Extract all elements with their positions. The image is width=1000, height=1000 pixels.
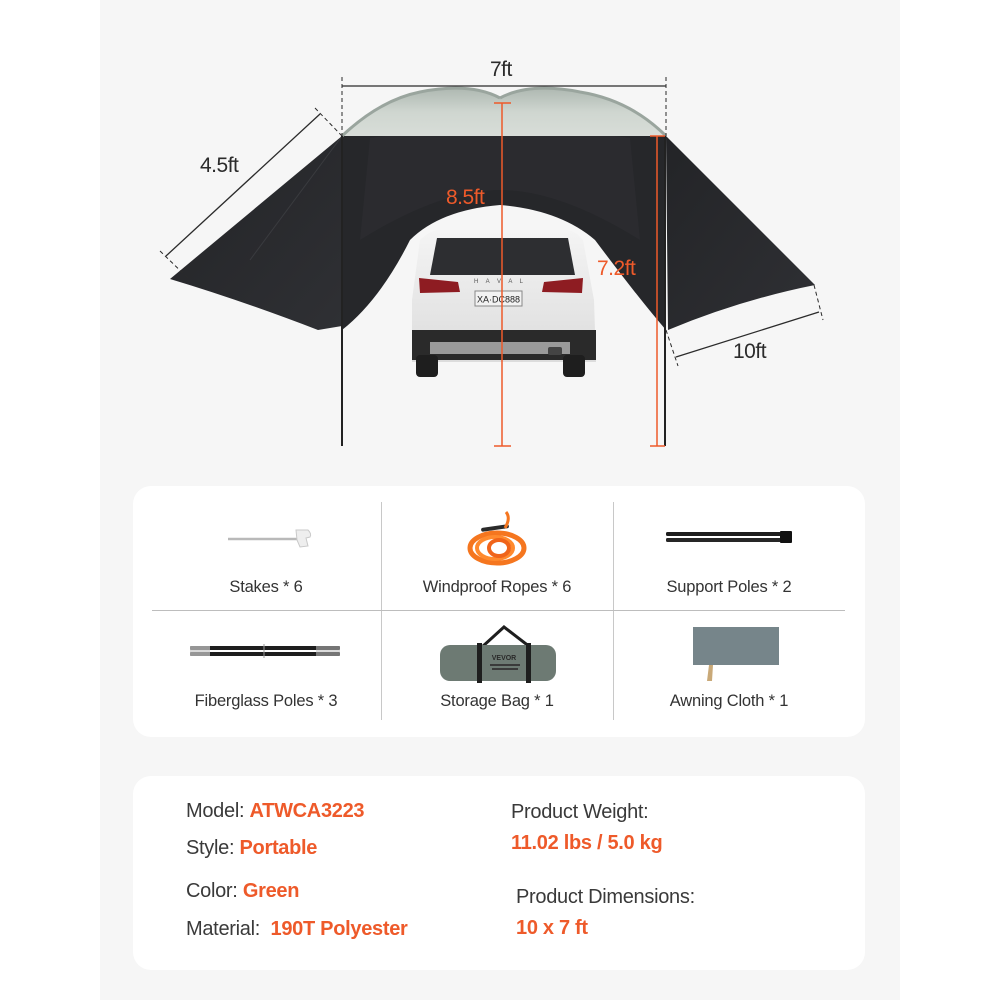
svg-text:XA·DC888: XA·DC888 bbox=[477, 295, 520, 305]
spec-dimensions-label: Product Dimensions: bbox=[516, 886, 695, 908]
width-dimension-label: 7ft bbox=[490, 58, 512, 81]
specifications-card: Model: ATWCA3223 Style: Portable Color: … bbox=[133, 776, 865, 970]
spec-style: Style: Portable bbox=[186, 837, 318, 859]
right-wing bbox=[666, 136, 815, 330]
wing-dimension-label: 4.5ft bbox=[200, 154, 239, 177]
spec-dimensions-value: 10 x 7 ft bbox=[516, 917, 588, 939]
row-divider bbox=[152, 610, 845, 611]
column-divider bbox=[381, 502, 382, 720]
svg-text:H A V A L: H A V A L bbox=[474, 279, 526, 285]
tent-illustration: XA·DC888 H A V A L bbox=[159, 77, 824, 447]
spec-material: Material: 190T Polyester bbox=[186, 918, 408, 940]
spec-color: Color: Green bbox=[186, 880, 300, 902]
left-wing bbox=[170, 136, 342, 330]
accessory-item-awning-cloth: Awning Cloth * 1 bbox=[614, 612, 844, 726]
spec-weight-label: Product Weight: bbox=[511, 801, 649, 823]
accessory-item-support-poles: Support Poles * 2 bbox=[614, 498, 844, 612]
side-height-label: 7.2ft bbox=[597, 257, 636, 280]
svg-text:VEVOR: VEVOR bbox=[492, 655, 517, 662]
storage-bag-icon: VEVOR bbox=[382, 612, 612, 692]
tent-dimension-diagram: XA·DC888 H A V A L 7ft 4.5ft 8.5ft 7.2 bbox=[0, 0, 1000, 470]
awning-cloth-icon bbox=[614, 612, 844, 692]
rope-icon bbox=[382, 498, 612, 578]
accessory-item-stakes: Stakes * 6 bbox=[151, 498, 381, 612]
stake-icon bbox=[151, 498, 381, 578]
accessory-item-ropes: Windproof Ropes * 6 bbox=[382, 498, 612, 612]
tent-roof bbox=[342, 88, 666, 136]
center-height-label: 8.5ft bbox=[446, 186, 485, 209]
awning-length-label: 10ft bbox=[733, 340, 767, 363]
accessory-item-fiberglass-poles: Fiberglass Poles * 3 bbox=[151, 612, 381, 726]
column-divider bbox=[613, 502, 614, 720]
support-pole-icon bbox=[614, 498, 844, 578]
fiberglass-pole-icon bbox=[151, 612, 381, 692]
spec-weight-value: 11.02 lbs / 5.0 kg bbox=[511, 832, 663, 854]
accessory-item-storage-bag: VEVOR Storage Bag * 1 bbox=[382, 612, 612, 726]
spec-model: Model: ATWCA3223 bbox=[186, 800, 365, 822]
accessories-card: Stakes * 6 Windproof Ropes * 6 bbox=[133, 486, 865, 737]
car-rear: XA·DC888 H A V A L bbox=[412, 230, 596, 377]
